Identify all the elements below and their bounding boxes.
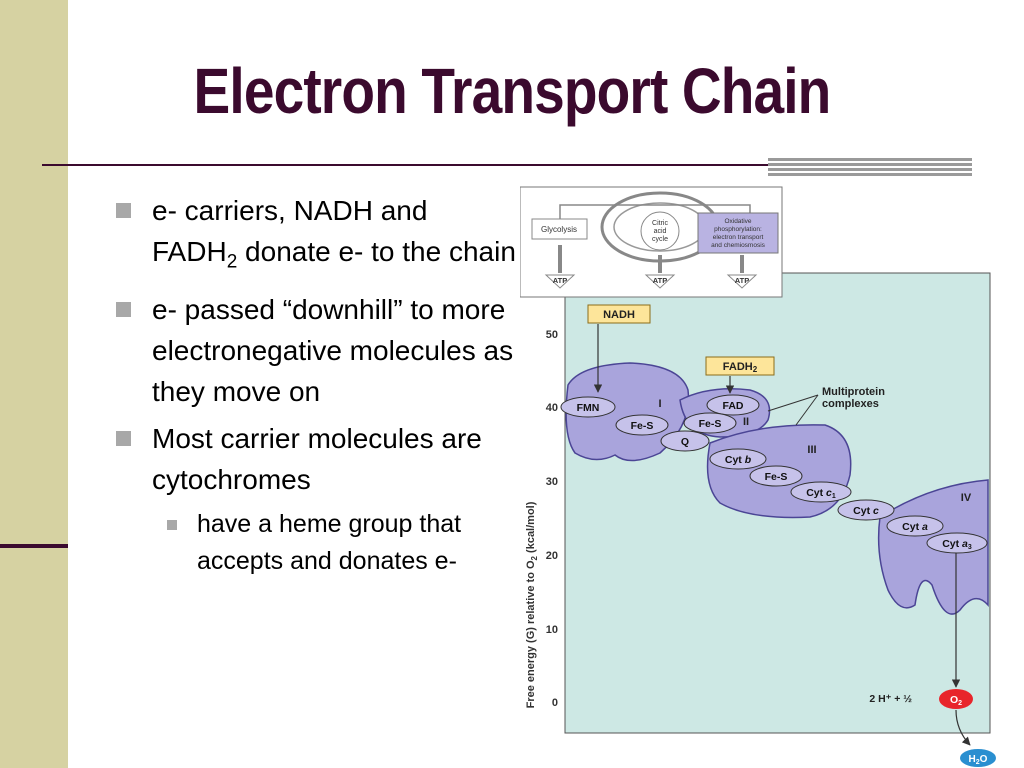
h2o-arrow: [955, 709, 971, 746]
inset-citric-label: cycle: [652, 236, 668, 243]
bullet-item: e- passed “downhill” to more electronega…: [112, 289, 517, 412]
inset-oxphos-label: electron transport: [713, 234, 764, 241]
left-band-accent-line: [0, 544, 68, 548]
fes-label: Fe-S: [631, 420, 654, 432]
left-decor-band: [0, 0, 68, 768]
title-rule-striped-block: [768, 158, 972, 178]
fes-label: Fe-S: [765, 471, 788, 483]
complex-iv-label: IV: [961, 492, 972, 504]
cyt-c1-carrier: [790, 481, 852, 503]
cyt-a3-carrier: [926, 532, 988, 554]
y-tick-label: 20: [546, 550, 558, 562]
inset-glycolysis-label: Glycolysis: [541, 225, 577, 234]
y-tick-label: 30: [546, 476, 558, 488]
inset-atp-label: ATP: [735, 276, 749, 285]
fadh2-box: [705, 356, 775, 376]
cyt-c-label: Cyt c: [853, 505, 879, 517]
cyt-a-label: Cyt a: [902, 521, 928, 533]
fmn-label: FMN: [577, 402, 600, 414]
inset-oxphos-label: and chemiosmosis: [711, 242, 766, 249]
multiprotein-pointer: [795, 394, 819, 426]
inset-oxphos-label: phosphorylation:: [714, 226, 762, 233]
sub-bullet-marker: [167, 519, 177, 530]
cyt-b-carrier: [709, 448, 767, 470]
inset-citric-label: Citric: [652, 220, 668, 227]
multiprotein-label: Multiprotein: [822, 386, 885, 398]
complex-ii-label: II: [743, 416, 749, 428]
y-axis-label: Free energy (G) relative to O2 (kcal/mol…: [525, 501, 539, 708]
multiprotein-label: complexes: [822, 398, 879, 410]
cyt-b-label: Cyt b: [725, 454, 752, 466]
title-rule: [42, 164, 930, 166]
o2-label: O2: [950, 694, 962, 707]
q-carrier: [660, 430, 710, 452]
cyt-c1-label: Cyt c1: [806, 487, 836, 500]
etc-diagram: Glycolysis Citric acid cycle Oxidative p…: [520, 186, 996, 767]
bullet-item: Most carrier molecules are cytochromes: [112, 418, 517, 500]
cyt-a-carrier: [886, 515, 944, 537]
sub-bullet-item: have a heme group that accepts and donat…: [157, 506, 517, 580]
o2-molecule: [939, 689, 973, 709]
multiprotein-pointer: [767, 394, 819, 412]
inset-oxphos-label: Oxidative: [724, 218, 751, 225]
bullet-item: e- carriers, NADH and FADH2 donate e- to…: [112, 190, 517, 283]
fadh2-label: FADH2: [723, 361, 758, 374]
fes-carrier-ii: [683, 412, 737, 434]
complex-i-label: I: [658, 398, 661, 410]
y-tick-label: 40: [546, 402, 558, 414]
pathway-inset: Glycolysis Citric acid cycle Oxidative p…: [520, 186, 783, 298]
bullet-marker: [116, 430, 131, 446]
nadh-box: [587, 304, 651, 324]
cyt-c-carrier: [837, 499, 895, 521]
h2o-label: H2O: [969, 754, 988, 766]
fad-carrier: [706, 394, 760, 416]
fes-label: Fe-S: [699, 418, 722, 430]
y-tick-label: 0: [552, 697, 558, 709]
fes-carrier-iii: [749, 465, 803, 487]
y-tick-label: 50: [546, 329, 558, 341]
y-tick-label: 10: [546, 624, 558, 636]
bullet-marker: [116, 301, 131, 317]
cyt-a3-label: Cyt a3: [942, 538, 972, 551]
bullet-marker: [116, 203, 131, 218]
bullet-list: e- carriers, NADH and FADH2 donate e- to…: [112, 190, 517, 580]
q-label: Q: [681, 436, 689, 448]
complex-iii-label: III: [807, 444, 816, 456]
fes-carrier-i: [615, 414, 669, 436]
slide-title: Electron Transport Chain: [193, 55, 832, 127]
inset-atp-label: ATP: [553, 276, 567, 285]
h2o-molecule: [960, 749, 996, 767]
fad-label: FAD: [723, 400, 744, 412]
inset-citric-label: acid: [654, 228, 667, 235]
reaction-text: 2 H⁺ + ½: [869, 693, 912, 705]
inset-atp-label: ATP: [653, 276, 667, 285]
nadh-label: NADH: [603, 309, 635, 321]
fmn-carrier: [560, 396, 616, 418]
